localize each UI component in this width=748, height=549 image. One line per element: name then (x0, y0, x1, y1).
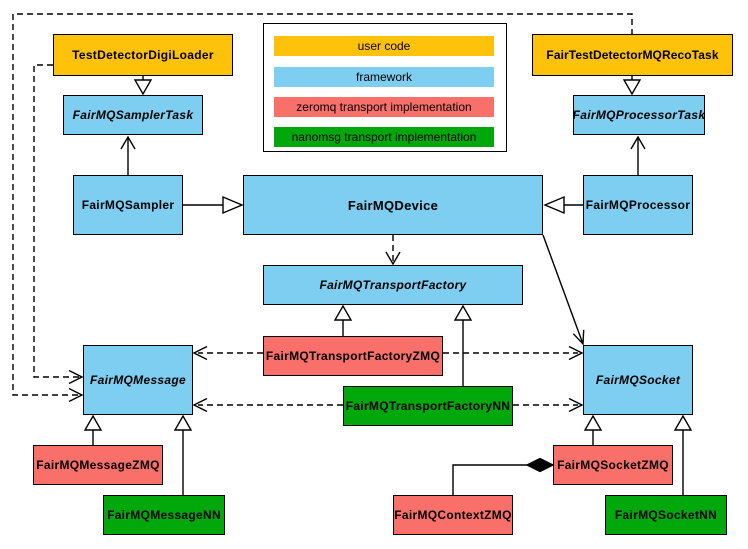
node-fairmqsocketnn: FairMQSocketNN (605, 495, 727, 535)
node-fairmqsocket: FairMQSocket (583, 345, 693, 415)
node-label: FairMQTransportFactoryZMQ (265, 349, 441, 363)
legend-label: nanomsg transport implementation (291, 130, 477, 144)
edge-tfnn-message (192, 397, 343, 413)
edge-messagenn-message (173, 414, 193, 495)
edge-socketnn-socket (673, 414, 693, 495)
node-fairmqmessagezmq: FairMQMessageZMQ (33, 445, 163, 485)
legend-label: zeromq transport implementation (296, 100, 472, 114)
node-fairmqprocessortask: FairMQProcessorTask (573, 95, 705, 135)
node-fairmqtransportfactoryzmq: FairMQTransportFactoryZMQ (263, 336, 443, 376)
legend-label: framework (355, 70, 412, 84)
node-fairtestdetectormqrecotask: FairTestDetectorMQRecoTask (532, 34, 733, 76)
edge-tfnn-socket (513, 397, 584, 413)
node-label: FairMQTransportFactoryNN (345, 399, 511, 413)
legend-item-zeromq: zeromq transport implementation (274, 97, 494, 117)
legend: user code framework zeromq transport imp… (263, 23, 507, 152)
node-label: FairMQSocket (595, 373, 681, 387)
node-label: FairMQSamplerTask (72, 108, 194, 122)
edge-sampler-samplertask (120, 135, 136, 175)
edge-device-socket (542, 234, 585, 346)
node-label: FairMQProcessor (585, 198, 691, 212)
edge-socketzmq-socket (583, 414, 603, 445)
node-label: FairTestDetectorMQRecoTask (546, 48, 719, 62)
edge-tfnn-transportfactory (453, 304, 473, 386)
edge-processor-processortask (630, 135, 646, 175)
node-fairmqmessage: FairMQMessage (83, 345, 193, 415)
edge-tfzmq-socket (443, 345, 584, 361)
node-fairmqdevice: FairMQDevice (243, 175, 543, 235)
node-label: FairMQMessageNN (107, 508, 221, 522)
node-fairmqsamplertask: FairMQSamplerTask (63, 95, 203, 135)
node-label: FairMQSocketNN (614, 508, 718, 522)
edge-device-transportfactory (385, 235, 401, 266)
node-label: FairMQTransportFactory (319, 278, 467, 292)
edge-tfzmq-message (192, 345, 263, 361)
edge-sampler-device (183, 195, 244, 215)
legend-item-user-code: user code (274, 36, 494, 56)
legend-item-nanomsg: nanomsg transport implementation (274, 127, 494, 147)
node-label: FairMQProcessorTask (572, 108, 706, 122)
node-label: FairMQDevice (347, 197, 439, 213)
node-fairmqprocessor: FairMQProcessor (583, 175, 693, 235)
legend-item-framework: framework (274, 67, 494, 87)
node-testdetectordigiloader: TestDetectorDigiLoader (53, 34, 233, 76)
edge-contextzmq-socketzmq (452, 457, 555, 495)
node-fairmqtransportfactory: FairMQTransportFactory (263, 265, 523, 305)
node-fairmqsocketzmq: FairMQSocketZMQ (553, 445, 673, 485)
edge-recotask-processortask (622, 76, 642, 96)
edge-digiloader-samplertask (133, 76, 153, 96)
node-label: TestDetectorDigiLoader (72, 48, 214, 62)
node-fairmqtransportfactorynn: FairMQTransportFactoryNN (343, 386, 513, 426)
node-label: FairMQMessage (90, 373, 186, 387)
edge-tfzmq-transportfactory (333, 304, 353, 336)
edge-messagezmq-message (83, 414, 103, 445)
node-label: FairMQSocketZMQ (557, 458, 669, 472)
edge-processor-device (543, 195, 583, 215)
node-fairmqcontextzmq: FairMQContextZMQ (393, 495, 513, 535)
node-label: FairMQContextZMQ (394, 508, 512, 522)
legend-label: user code (357, 39, 411, 53)
node-label: FairMQSampler (81, 198, 175, 212)
node-label: FairMQMessageZMQ (36, 458, 160, 472)
node-fairmqmessagenn: FairMQMessageNN (103, 495, 225, 535)
node-fairmqsampler: FairMQSampler (73, 175, 183, 235)
